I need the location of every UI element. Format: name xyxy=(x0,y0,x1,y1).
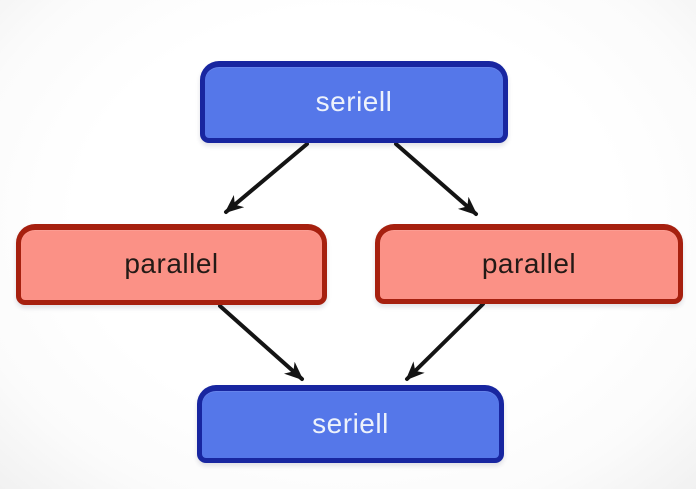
arrow-parallel-right-to-seriell-bottom xyxy=(405,302,485,381)
node-parallel-left-label: parallel xyxy=(124,248,219,279)
arrow-seriell-top-to-parallel-right xyxy=(394,142,478,216)
node-seriell-top: seriell xyxy=(200,61,508,143)
node-seriell-top-label: seriell xyxy=(315,85,393,117)
node-seriell-bottom-label: seriell xyxy=(312,407,389,439)
arrow-parallel-left-to-seriell-bottom xyxy=(218,304,304,381)
arrow-seriell-top-to-parallel-left xyxy=(224,142,309,214)
node-parallel-right-label: parallel xyxy=(481,247,577,279)
node-seriell-bottom: seriell xyxy=(197,385,504,463)
node-parallel-left: parallel xyxy=(16,224,327,305)
node-parallel-right: parallel xyxy=(375,224,683,304)
